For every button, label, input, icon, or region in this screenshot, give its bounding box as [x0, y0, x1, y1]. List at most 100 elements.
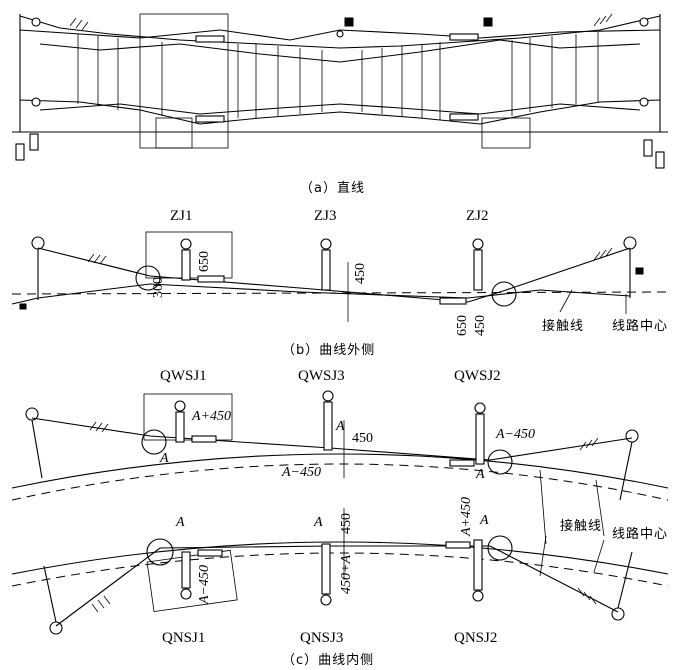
leader-c-contact-1 [539, 469, 547, 545]
label-qwsj1: QWSJ1 [160, 368, 207, 384]
upper-wire-2 [39, 39, 641, 63]
dim-c-a4: A [175, 515, 185, 530]
leader-c-contact-2 [539, 535, 547, 577]
weights-a [15, 133, 665, 169]
wire-c-lower [55, 545, 619, 627]
label-qnsj2: QNSJ2 [454, 630, 497, 646]
leader-b-contact [559, 289, 573, 313]
swivel-c4 [487, 535, 513, 561]
frame-right-lower [481, 117, 531, 149]
label-zj2: ZJ2 [466, 208, 489, 224]
insulator-a2 [195, 115, 225, 123]
annot-c-contact: 接触线 [560, 518, 602, 534]
arm-qnsj1 [180, 551, 192, 600]
swivel-b2 [491, 281, 517, 307]
pulley-a2 [639, 17, 649, 27]
dim-c-a6: A [479, 513, 489, 528]
insulator-b2 [439, 297, 467, 305]
marker-a2 [483, 17, 493, 27]
arm-qwsj1 [174, 400, 186, 443]
insulator-c2 [449, 459, 475, 467]
dim-c-am450: A−450 [281, 465, 321, 480]
wire-b-1 [37, 247, 631, 303]
label-zj3: ZJ3 [314, 208, 337, 224]
dim-b-450: 450 [353, 263, 368, 284]
track-c-lower-dash [11, 552, 669, 587]
track-center-b [11, 291, 669, 295]
upper-wire-3 [19, 29, 661, 41]
insulator-a1 [195, 35, 225, 43]
dim-c-450c: 450 [339, 513, 354, 534]
dim-c-am450b: A−450 [495, 427, 535, 442]
label-qwsj2: QWSJ2 [454, 368, 501, 384]
hatches-c-upper [89, 421, 599, 451]
panel-b-outer: ZJ1 ZJ3 ZJ2 650 300 450 650 450 接触线 线路中心… [11, 208, 669, 358]
upper-wire-1 [19, 15, 661, 49]
dim-c-ap450b: A+450 [459, 497, 474, 537]
insulator-b1 [197, 275, 225, 283]
dim-c-a5: A [313, 515, 323, 530]
label-qnsj1: QNSJ1 [162, 630, 205, 646]
mast-c2 [619, 441, 633, 501]
arm-qwsj3 [322, 390, 334, 451]
leader-c-center-2 [593, 539, 605, 573]
dim-c-am450c: A−450 [197, 565, 212, 605]
leader-c-center-1 [595, 479, 605, 537]
insulator-c1 [191, 435, 217, 443]
label-qwsj3: QWSJ3 [298, 368, 345, 384]
mast-b-left-head [31, 236, 45, 250]
mast-b-right-head [623, 236, 637, 250]
frame-c [143, 393, 233, 441]
track-c-upper-dash [11, 463, 669, 501]
dim-c-a3: A [475, 467, 485, 482]
arm-qnsj3 [320, 543, 332, 606]
droppers-a [77, 32, 599, 120]
arm-zj2 [472, 238, 484, 291]
mast-c3-head [49, 621, 63, 635]
arm-zj3 [320, 238, 332, 291]
marker-a1 [344, 17, 354, 27]
pulley-a4 [639, 97, 649, 107]
arm-qwsj2 [474, 402, 486, 465]
dim-c-a2: A [335, 419, 345, 434]
dim-b-650a: 650 [197, 251, 212, 272]
panel-a-straight: （a）直线 [12, 13, 668, 196]
mast-c3 [43, 565, 57, 623]
wire-b-2 [37, 283, 631, 299]
lower-wire-2 [39, 103, 641, 115]
lower-wire-1 [19, 99, 661, 125]
pulley-a5 [336, 30, 344, 38]
swivel-b1 [135, 265, 161, 291]
caption-c: （c）曲线内侧 [282, 652, 374, 668]
insulator-a3 [449, 33, 479, 41]
marker-b2 [635, 267, 644, 275]
dim-c-a1: A [159, 451, 169, 466]
label-qnsj3: QNSJ3 [300, 630, 343, 646]
wire-b-tail [11, 297, 39, 305]
dim-c-450: 450 [352, 431, 373, 446]
pulley-a1 [31, 17, 41, 27]
annot-b-contact: 接触线 [542, 318, 584, 334]
dim-b-650b: 650 [455, 315, 470, 336]
hatches-c-lower [91, 587, 597, 613]
mast-c1 [31, 419, 43, 479]
swivel-c3 [146, 538, 174, 566]
caption-a: （a）直线 [300, 181, 365, 196]
frame-left-lower [155, 117, 193, 149]
arm-qnsj2 [472, 539, 484, 602]
annot-c-center: 线路中心 [612, 526, 668, 542]
hatches-a [69, 13, 613, 31]
swivel-c1 [141, 429, 167, 455]
arm-zj1 [180, 238, 192, 281]
label-zj1: ZJ1 [170, 208, 193, 224]
marker-b1 [19, 303, 27, 310]
mast-c4 [617, 551, 633, 609]
dim-c-ap450: A+450 [191, 409, 231, 424]
insulator-a4 [449, 113, 479, 121]
panel-c-inner: QWSJ1 QWSJ3 QWSJ2 QNSJ1 QNSJ3 QNSJ2 A+45… [11, 368, 669, 668]
dim-b-300: 300 [151, 277, 166, 298]
track-c-upper-solid [11, 453, 669, 489]
hatches-b [87, 247, 613, 265]
dim-b-450b: 450 [473, 315, 488, 336]
